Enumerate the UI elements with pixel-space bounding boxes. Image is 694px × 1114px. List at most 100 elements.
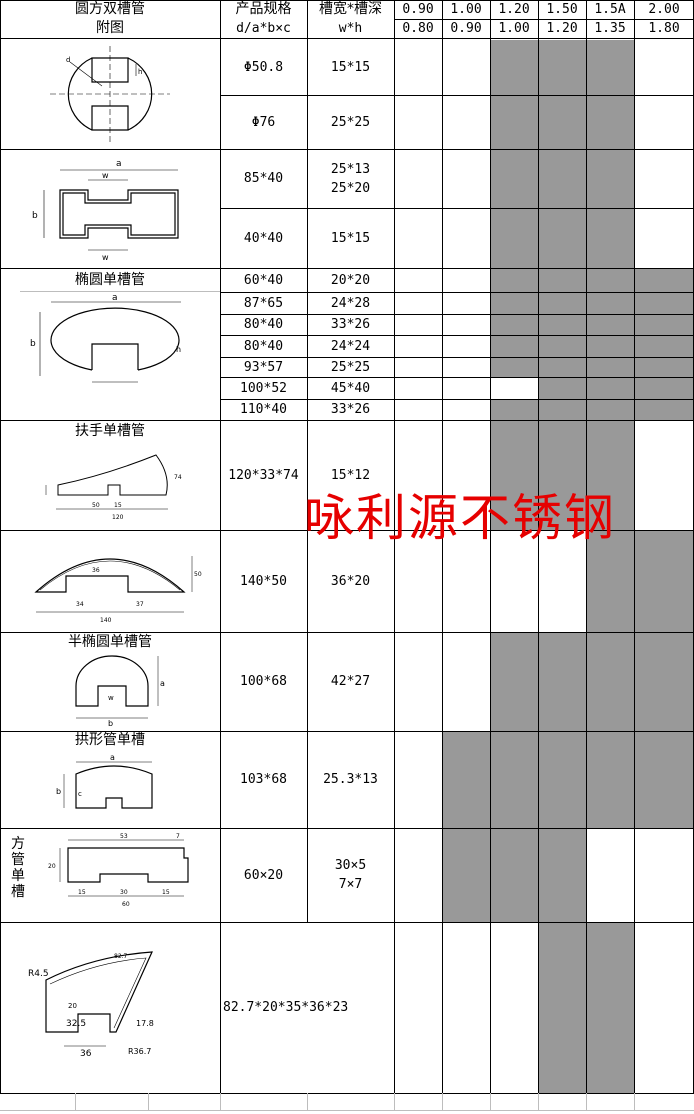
grid-line — [0, 828, 694, 829]
availability-shade — [539, 40, 586, 95]
availability-shade — [587, 400, 634, 420]
availability-shade — [491, 269, 538, 292]
grid-line — [442, 0, 443, 1093]
availability-shade — [539, 923, 586, 1093]
availability-shade — [491, 421, 538, 530]
availability-shade — [491, 400, 538, 420]
grid-line — [0, 1110, 694, 1111]
availability-shade — [539, 732, 586, 828]
label-w-bottom: w — [102, 253, 109, 262]
availability-shade — [587, 209, 634, 268]
availability-shade — [491, 150, 538, 208]
availability-shade — [539, 421, 586, 530]
svg-text:17.8: 17.8 — [136, 1019, 154, 1028]
groove-cell: 25*13 25*20 — [330, 161, 371, 196]
availability-shade — [539, 96, 586, 149]
groove-cell: 25*25 — [330, 114, 371, 130]
oval-single-groove-drawing: a b h — [30, 293, 181, 390]
rect-double-groove-drawing: a b w w — [32, 159, 208, 262]
svg-text:7: 7 — [176, 833, 180, 840]
thickness-top-3: 1.50 — [546, 2, 578, 17]
svg-text:37: 37 — [136, 601, 144, 608]
spec-cell: 85*40 — [243, 171, 284, 186]
svg-text:15: 15 — [78, 889, 86, 896]
spec-cell: 140*50 — [240, 573, 287, 589]
grid-line — [0, 0, 1, 1093]
spec-cell: 110*40 — [240, 402, 287, 417]
svg-text:c: c — [78, 790, 82, 798]
grid-line — [0, 530, 694, 531]
spec-cell: Φ76 — [251, 114, 276, 130]
thickness-top-4: 1.5A — [594, 2, 626, 17]
grid-line — [586, 0, 587, 1093]
thickness-top-0: 0.90 — [402, 2, 434, 17]
availability-shade — [539, 315, 586, 335]
groove-cell: 24*24 — [330, 338, 371, 354]
svg-text:140: 140 — [100, 617, 112, 624]
svg-text:R36.7: R36.7 — [128, 1047, 151, 1056]
availability-shade — [635, 293, 694, 314]
spec-cell: 60×20 — [243, 867, 284, 883]
thickness-bottom-4: 1.35 — [594, 21, 626, 36]
groove-cell: 24*28 — [330, 295, 371, 311]
svg-text:b: b — [108, 719, 113, 728]
availability-shade — [587, 531, 634, 632]
grid-line — [75, 1093, 76, 1110]
round-double-groove-drawing: d h — [40, 46, 180, 144]
grid-line — [220, 357, 694, 358]
grid-line — [0, 632, 694, 633]
label-h: h — [138, 68, 142, 76]
spec-cell: 100*52 — [240, 380, 287, 396]
availability-shade — [587, 633, 634, 731]
availability-shade — [539, 269, 586, 292]
availability-shade — [587, 293, 634, 314]
grid-line — [538, 1093, 539, 1110]
availability-shade — [587, 358, 634, 377]
spec-cell: 82.7*20*35*36*23 — [223, 1000, 349, 1015]
svg-text:32.5: 32.5 — [66, 1019, 86, 1029]
spec-cell: 93*57 — [243, 359, 284, 375]
grid-line — [634, 0, 635, 1093]
grid-line — [220, 292, 694, 293]
thickness-bottom-2: 1.00 — [498, 21, 530, 36]
header-spec-label: 产品规格 — [235, 1, 292, 17]
header-title: 圆方双槽管 — [75, 1, 145, 17]
svg-text:34: 34 — [76, 601, 84, 608]
groove-cell: 42*27 — [330, 674, 371, 689]
sector-groove-drawing: R4.5 82.7 32.5 36 17.8 R36.7 20 — [28, 936, 154, 1059]
groove-cell: 30×5 7×7 — [334, 858, 367, 892]
spec-cell: 60*40 — [243, 272, 284, 288]
grid-line — [220, 335, 694, 336]
header-drawing-label: 附图 — [96, 20, 124, 36]
groove-cell: 45*40 — [330, 380, 371, 396]
label-w-top: w — [102, 171, 109, 180]
availability-shade — [587, 378, 634, 399]
availability-shade — [491, 732, 538, 828]
availability-shade — [491, 829, 538, 922]
spec-cell: 80*40 — [243, 338, 284, 354]
half-oval-groove-drawing: b a w — [56, 652, 165, 728]
availability-shade — [635, 269, 694, 292]
svg-text:74: 74 — [174, 474, 182, 481]
availability-shade — [539, 293, 586, 314]
availability-shade — [587, 923, 634, 1093]
grid-line — [220, 1093, 221, 1110]
label-a-oval: a — [112, 293, 118, 303]
thickness-bottom-1: 0.90 — [450, 21, 482, 36]
availability-shade — [587, 40, 634, 95]
svg-text:30: 30 — [120, 889, 128, 896]
label-h-oval: h — [176, 345, 181, 354]
availability-shade — [539, 150, 586, 208]
availability-shade — [539, 378, 586, 399]
grid-line — [307, 1093, 308, 1110]
grid-line — [394, 1093, 395, 1110]
svg-text:36: 36 — [80, 1049, 92, 1059]
availability-shade — [587, 150, 634, 208]
svg-text:20: 20 — [48, 863, 56, 870]
availability-shade — [539, 400, 586, 420]
availability-shade — [635, 633, 694, 731]
availability-shade — [587, 732, 634, 828]
watermark: 咏利源不锈钢 — [304, 489, 616, 547]
label-b-oval: b — [30, 339, 36, 349]
thickness-top-1: 1.00 — [450, 2, 482, 17]
